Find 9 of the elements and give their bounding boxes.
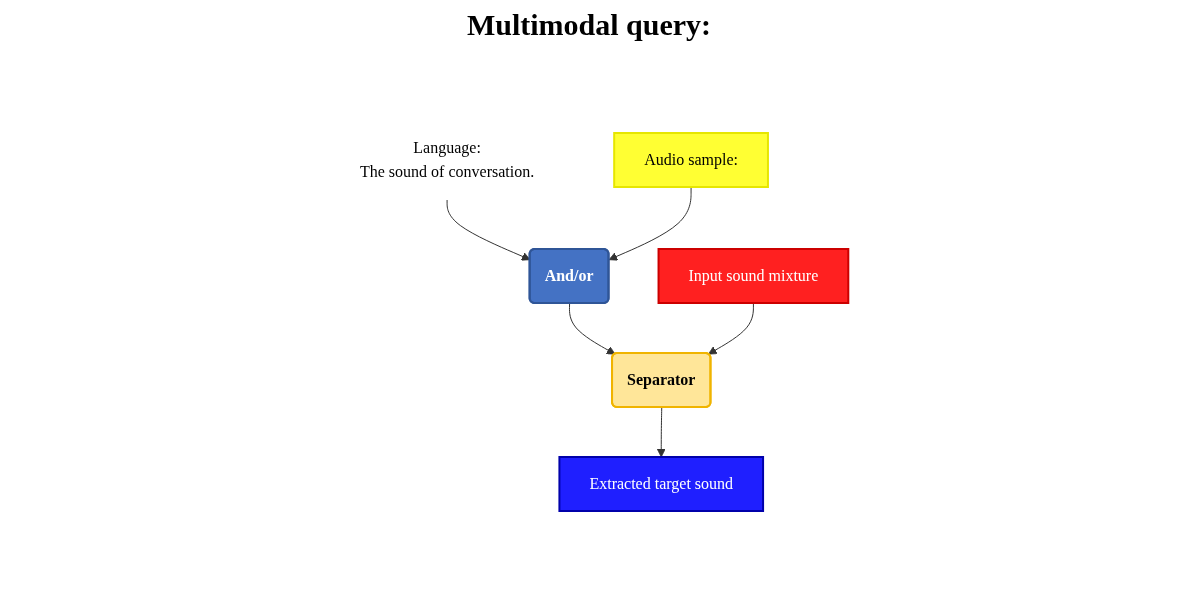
- diagram-title: Multimodal query:: [465, 8, 713, 42]
- arrow: [568, 303, 616, 355]
- node-box: Input sound mixture: [657, 248, 850, 304]
- arrow: [707, 302, 754, 355]
- node-text: Language: The sound of conversation.: [359, 139, 535, 180]
- node-box: Extracted target sound: [558, 456, 764, 512]
- node-box: Audio sample:: [613, 132, 769, 188]
- arrow: [656, 407, 666, 458]
- arrow: [608, 186, 692, 261]
